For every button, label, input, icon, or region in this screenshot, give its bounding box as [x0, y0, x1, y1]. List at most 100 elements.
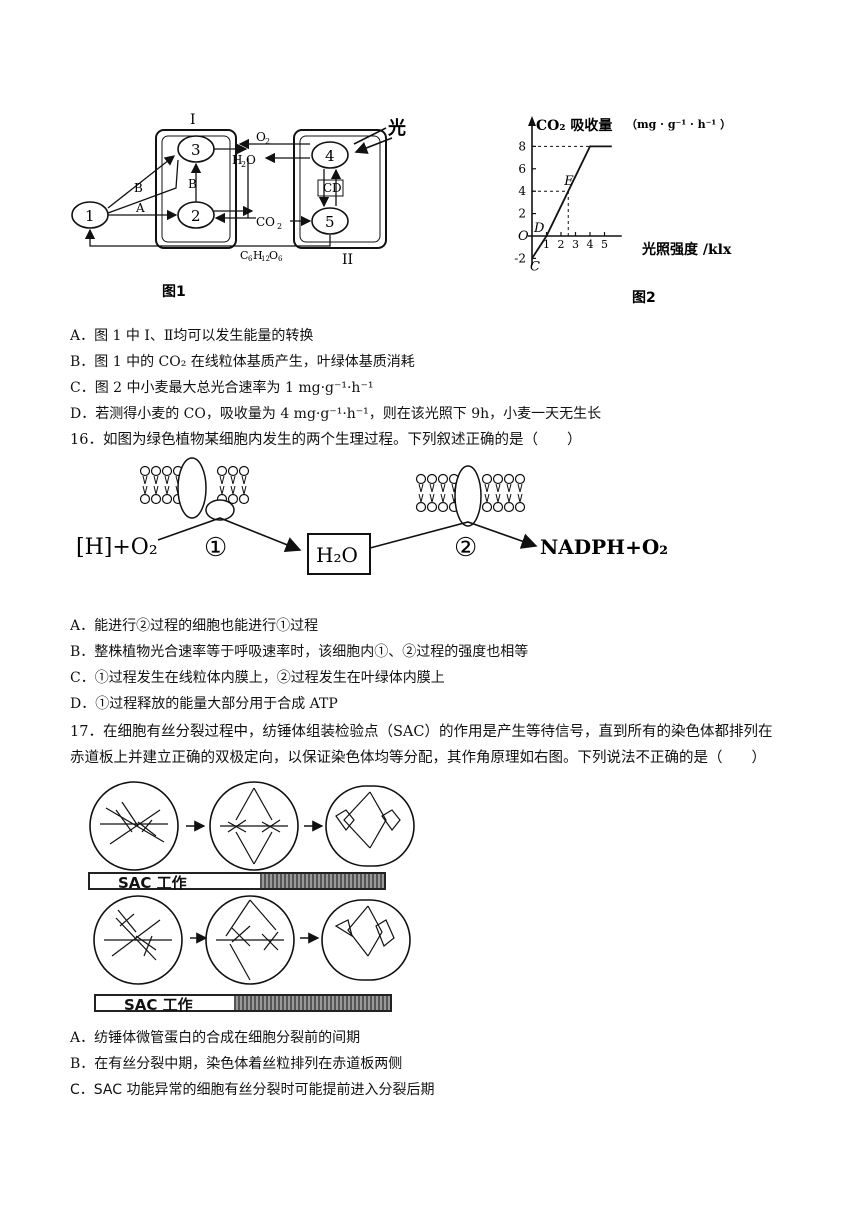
q16-option-d: D．①过程释放的能量大部分用于合成 ATP — [70, 696, 338, 712]
node-4 — [311, 141, 349, 169]
q16-diagram: [H]+O₂ ① H₂O ② NADPH+O₂ — [76, 457, 668, 575]
y-axis-label: CO₂ 吸收量 — [536, 117, 612, 134]
svg-text:H: H — [232, 153, 242, 167]
svg-text:1: 1 — [85, 207, 95, 225]
light-label: 光 — [387, 117, 406, 139]
cell-row2-3 — [321, 899, 411, 981]
q16-stem: 16．如图为绿色植物某细胞内发生的两个生理过程。下列叙述正确的是（ ） — [70, 432, 582, 448]
membrane2-lipid-top-4 — [481, 473, 493, 493]
node-5 — [311, 207, 349, 235]
membrane1-lipid-top-0 — [139, 465, 151, 485]
q17-option-b: B．在有丝分裂中期，染色体着丝粒排列在赤道板两侧 — [70, 1056, 403, 1072]
roman-1: I — [190, 112, 196, 128]
membrane2-lipid-top-7 — [514, 473, 526, 493]
x-tick-label-3: 4 — [587, 238, 594, 251]
svg-text:12: 12 — [261, 255, 270, 263]
y-tick-label-3: 2 — [518, 207, 526, 221]
point-e-label: E — [563, 174, 574, 189]
series-line — [531, 145, 612, 259]
membrane1-lipid-top-2 — [161, 465, 173, 485]
figure-2-caption: 图2 — [632, 290, 656, 306]
q16-step-1: ① — [204, 533, 227, 563]
q17-option-c: C．SAC 功能异常的细胞有丝分裂时可能提前进入分裂后期 — [70, 1082, 435, 1098]
svg-text:O: O — [256, 130, 266, 144]
point-c-label: C — [530, 259, 540, 274]
q15-option-a: A．图 1 中 I、Ⅱ均可以发生能量的转换 — [70, 328, 314, 344]
x-tick-label-0: 1 — [543, 238, 550, 251]
svg-text:2: 2 — [241, 160, 246, 169]
membrane2-lipid-top-0 — [415, 473, 427, 493]
q16-water-box — [307, 533, 371, 575]
q17-option-a: A．纺锤体微管蛋白的合成在细胞分裂前的间期 — [70, 1030, 361, 1046]
q17-cell-diagram — [89, 781, 415, 985]
membrane1-lipid-top-5 — [227, 465, 239, 485]
svg-text:B: B — [188, 177, 197, 191]
membrane2-lipid-bottom-7 — [514, 493, 526, 513]
q16-option-a: A．能进行②过程的细胞也能进行①过程 — [70, 618, 319, 634]
organelle-box-1 — [155, 129, 237, 249]
q15-option-b: B．图 1 中的 CO₂ 在线粒体基质产生，叶绿体基质消耗 — [70, 354, 415, 370]
figure-1-caption: 图1 — [162, 284, 186, 300]
membrane2-lipid-top-2 — [437, 473, 449, 493]
y-tick-label-4: -2 — [514, 251, 526, 265]
membrane1-lipid-bottom-2 — [161, 485, 173, 505]
x-tick-label-4: 5 — [601, 238, 608, 251]
cell-row1-3 — [325, 785, 415, 867]
y-tick-label-2: 4 — [518, 184, 526, 198]
y-tick-label-0: 8 — [518, 139, 526, 153]
svg-text:CO: CO — [256, 215, 275, 229]
q17-stem-line-2: 赤道板上并建立正确的双极定向，以保证染色体均等分配，其作角原理如右图。下列说法不… — [70, 750, 766, 766]
membrane-protein-1b — [205, 499, 235, 521]
svg-text:O: O — [246, 153, 256, 167]
sac-label-1: SAC 工作 — [118, 874, 187, 892]
svg-text:3: 3 — [191, 141, 201, 159]
sac-bar-1: SAC 工作 — [88, 872, 386, 892]
membrane-protein-2 — [454, 465, 482, 527]
y-axis-arrow — [528, 116, 536, 126]
q17-stem-line-1: 17．在细胞有丝分裂过程中，纺锤体组装检验点（SAC）的作用是产生等待信号，直到… — [70, 724, 773, 740]
figure-1-diagram: I II 光 1 2 3 4 5 A B B O 2 H 2 O CO 2 C … — [71, 112, 406, 300]
svg-text:A: A — [135, 201, 145, 215]
svg-text:D: D — [332, 181, 342, 195]
q15-option-d: D．若测得小麦的 CO，吸收量为 4 mg·g⁻¹·h⁻¹，则在该光照下 9h，… — [70, 406, 602, 422]
q16-option-b: B．整株植物光合速率等于呼吸速率时，该细胞内①、②过程的强度也相等 — [70, 644, 529, 660]
x-tick-label-1: 2 — [558, 238, 565, 251]
q15-option-c: C．图 2 中小麦最大总光合速率为 1 mg·g⁻¹·h⁻¹ — [70, 380, 374, 396]
y-axis-unit: （mg · g⁻¹ · h⁻¹ ） — [626, 118, 731, 131]
origin-label: O — [518, 229, 529, 244]
svg-text:C: C — [240, 249, 248, 262]
membrane2-lipid-bottom-4 — [481, 493, 493, 513]
organelle-box-2 — [293, 129, 387, 249]
membrane2-lipid-top-5 — [492, 473, 504, 493]
x-tick-label-2: 3 — [572, 238, 579, 251]
svg-text:6: 6 — [278, 255, 283, 263]
membrane2-lipid-top-1 — [426, 473, 438, 493]
organelle-box-2-inner — [299, 135, 381, 243]
membrane1-lipid-bottom-5 — [227, 485, 239, 505]
membrane1-lipid-bottom-6 — [238, 485, 250, 505]
x-axis-label: 光照强度 /klx — [641, 241, 732, 258]
membrane1-lipid-top-4 — [216, 465, 228, 485]
q16-right-label: NADPH+O₂ — [540, 535, 668, 559]
membrane2-lipid-bottom-1 — [426, 493, 438, 513]
q16-left-label: [H]+O₂ — [76, 535, 158, 560]
membrane2-lipid-bottom-0 — [415, 493, 427, 513]
y-tick-label-1: 6 — [518, 162, 526, 176]
svg-text:O: O — [269, 249, 278, 262]
membrane1-lipid-bottom-0 — [139, 485, 151, 505]
membrane1-lipid-top-1 — [150, 465, 162, 485]
q16-middle-label: H₂O — [316, 543, 358, 567]
svg-text:6: 6 — [248, 255, 253, 263]
svg-text:H: H — [253, 249, 263, 262]
membrane2-lipid-top-6 — [503, 473, 515, 493]
svg-text:2: 2 — [277, 222, 282, 231]
sac-label-2: SAC 工作 — [124, 996, 193, 1014]
membrane2-lipid-bottom-6 — [503, 493, 515, 513]
cell-row1-1 — [89, 781, 179, 871]
membrane-protein-1 — [177, 457, 207, 519]
q16-step-2: ② — [454, 533, 477, 563]
svg-text:C: C — [323, 181, 332, 195]
membrane1-lipid-top-6 — [238, 465, 250, 485]
